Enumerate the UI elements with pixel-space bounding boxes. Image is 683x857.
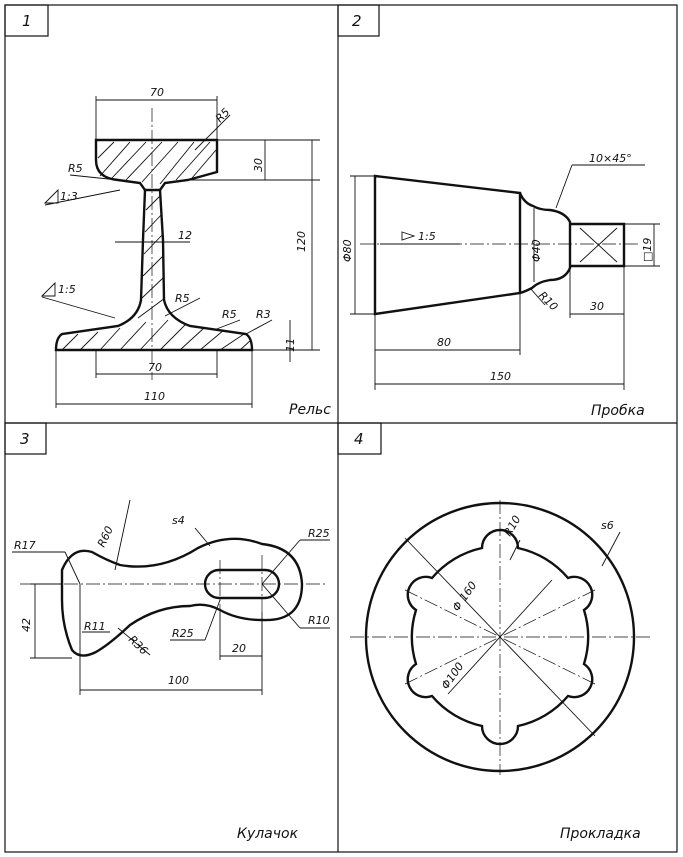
panel-number-box xyxy=(4,422,47,455)
panel-1: 1 Рельс xyxy=(4,4,331,418)
dim-radius-11: R11 xyxy=(84,620,106,633)
dim-length-80: 80 xyxy=(437,336,451,349)
dim-total-height: 120 xyxy=(295,231,308,252)
panel-number-box xyxy=(337,4,380,37)
dim-thickness: s4 xyxy=(172,514,185,527)
panel-4: 4 Прокладка R10 s6 Φ 160 Φ100 xyxy=(337,422,650,842)
dim-radius-web: R5 xyxy=(175,292,190,305)
dim-chamfer: 10×45° xyxy=(589,152,632,165)
dim-taper: 1:5 xyxy=(418,230,436,243)
dim-height-42: 42 xyxy=(20,618,33,632)
dim-length-150: 150 xyxy=(490,370,511,383)
rail-section xyxy=(54,108,254,380)
dim-length-30: 30 xyxy=(590,300,604,313)
dim-length-20: 20 xyxy=(232,642,246,655)
dim-radius-left: R5 xyxy=(68,162,83,175)
panel-number: 1 xyxy=(22,12,32,30)
dim-radius-10: R10 xyxy=(536,289,560,313)
dim-radius-36: R36 xyxy=(126,633,150,657)
dim-radius-foot1: R5 xyxy=(222,308,237,321)
taper-icon-bottom xyxy=(40,281,56,297)
dim-radius-60: R60 xyxy=(95,524,116,549)
dim-taper-bottom: 1:5 xyxy=(58,283,76,296)
rail-dimensions xyxy=(41,96,320,408)
taper-icon xyxy=(401,231,416,241)
dim-diameter-100: Φ100 xyxy=(439,660,467,692)
panel-3: 3 Кулачок R60 s4 R17 R25 42 R11 R xyxy=(4,422,330,842)
dim-radius-25-bottom: R25 xyxy=(172,627,194,640)
dim-radius-25-top: R25 xyxy=(308,527,330,540)
sheet-frame xyxy=(4,4,678,853)
dim-length-100: 100 xyxy=(168,674,189,687)
cam-outline xyxy=(60,537,304,657)
panel-2: 2 Пробка 10×45° Φ80 1:5 Φ40 xyxy=(337,4,660,419)
panel-number-box xyxy=(337,422,382,455)
panel-number: 2 xyxy=(352,12,362,30)
dim-taper-top: 1:3 xyxy=(60,190,78,203)
rail-hatching xyxy=(61,141,252,351)
dim-bottom-width: 110 xyxy=(144,390,165,403)
panel-title: Пробка xyxy=(591,403,645,419)
panel-number: 3 xyxy=(20,430,30,448)
dim-bottom-inner: 70 xyxy=(148,361,162,374)
plug-square-end xyxy=(570,222,626,268)
plug-dimensions xyxy=(350,164,660,390)
panel-number-box xyxy=(4,4,49,37)
plug-neck xyxy=(518,192,572,295)
dim-top-width: 70 xyxy=(150,86,164,99)
panel-number: 4 xyxy=(354,430,364,448)
gasket-dimensions xyxy=(404,531,621,737)
gasket-inner-contour xyxy=(406,528,594,746)
dim-foot-height: 11 xyxy=(284,338,297,352)
dim-thickness: s6 xyxy=(601,519,614,532)
dim-square: □19 xyxy=(641,238,654,262)
plug-square-diag2 xyxy=(579,227,618,263)
panel-title: Кулачок xyxy=(237,826,299,842)
dim-radius-foot2: R3 xyxy=(256,308,271,321)
panel-title: Прокладка xyxy=(560,826,641,842)
dim-radius-10: R10 xyxy=(501,513,523,538)
dim-web: 12 xyxy=(178,229,192,242)
dim-diameter-160: Φ 160 xyxy=(450,579,480,614)
plug-body xyxy=(360,174,640,316)
dim-head-height: 30 xyxy=(252,158,265,172)
taper-icon-top xyxy=(43,188,59,204)
dim-diameter-80: Φ80 xyxy=(341,239,354,262)
dim-radius-10: R10 xyxy=(308,614,330,627)
plug-cone xyxy=(373,174,522,316)
dim-diameter-40: Φ40 xyxy=(530,239,543,262)
dim-radius-top: R5 xyxy=(213,106,233,126)
dim-radius-17: R17 xyxy=(14,539,36,552)
cam-dimensions xyxy=(12,499,330,695)
panel-title: Рельс xyxy=(289,402,331,418)
rail-web-and-foot xyxy=(54,189,254,352)
